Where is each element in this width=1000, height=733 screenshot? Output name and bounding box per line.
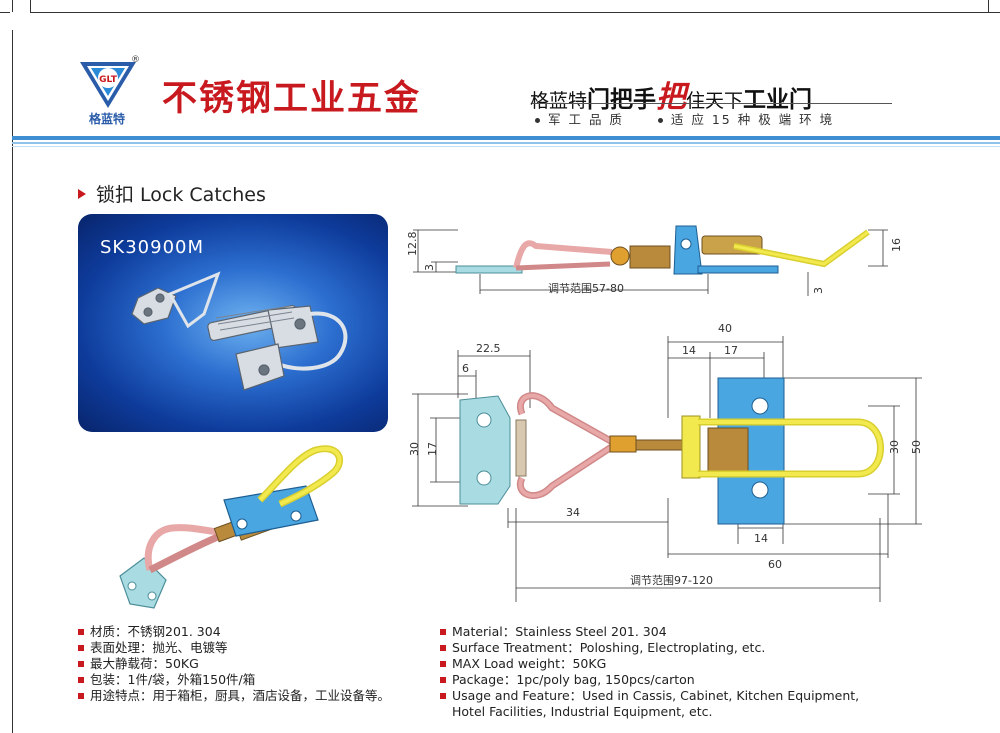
slogan: 格蓝特门把手把住天下工业门 [530, 72, 812, 116]
spec-cn-load: 最大静载荷：50KG [78, 656, 390, 672]
brand-name: 格蓝特 [88, 112, 125, 126]
top-view-drawing: 40 14 17 22.5 6 30 17 34 30 50 14 60 调节范… [398, 318, 938, 608]
dim-17-left: 17 [426, 442, 439, 456]
dim-22-5: 22.5 [476, 342, 501, 355]
triangle-bullet-icon [78, 188, 86, 199]
dim-40: 40 [718, 322, 732, 335]
sub-slogan: 军 工 品 质 适 应 15 种 极 端 环 境 [535, 109, 834, 128]
dim-14-bottom: 14 [754, 532, 768, 545]
slogan-divider [532, 103, 892, 104]
slogan-part5: 工业门 [743, 87, 813, 113]
slogan-part1: 格蓝特 [530, 90, 588, 112]
slogan-part3: 把 [656, 80, 687, 115]
bullet-icon [657, 118, 663, 123]
adjust-range-side: 调节范围57-80 [548, 281, 624, 295]
product-model: SK30900M [100, 237, 205, 258]
header-band [12, 136, 1000, 140]
brand-title: 不锈钢工业五金 [162, 79, 422, 119]
header-band [12, 146, 1000, 147]
registered-mark: ® [131, 55, 140, 65]
side-view-drawing: 12.8 3 16 3 调节范围57-80 [398, 212, 918, 302]
spec-en-usage-cont: Hotel Facilities, Industrial Equipment, … [452, 704, 713, 719]
adjust-range-top: 调节范围97-120 [630, 573, 713, 587]
spec-cn-surface: 表面处理：抛光、电镀等 [78, 640, 390, 656]
crop-mark [988, 0, 989, 12]
brand-logo: GLT [78, 58, 138, 128]
dim-50: 50 [910, 440, 923, 454]
spec-en-load: MAX Load weight：50KG [440, 656, 859, 672]
dim-side-height: 12.8 [406, 232, 419, 257]
dim-14-top: 14 [682, 344, 696, 357]
crop-mark [30, 0, 31, 12]
crop-mark [30, 12, 1000, 13]
specs-chinese: 材质：不锈钢201. 304 表面处理：抛光、电镀等 最大静载荷：50KG 包装… [78, 624, 390, 704]
dim-30-left: 30 [408, 442, 421, 456]
dim-side-right-thickness: 3 [812, 287, 825, 294]
slogan-part2: 门把手 [587, 87, 657, 113]
dim-34: 34 [566, 506, 580, 519]
section-title-text: 锁扣 Lock Catches [96, 184, 266, 206]
header-band [12, 142, 1000, 144]
sub-slogan-2: 适 应 15 种 极 端 环 境 [670, 112, 835, 127]
dim-30-right: 30 [888, 440, 901, 454]
spec-cn-package: 包装：1件/袋，外箱150件/箱 [78, 672, 390, 688]
crop-mark [12, 0, 13, 12]
dim-17-top: 17 [724, 344, 738, 357]
crop-mark [0, 12, 10, 13]
bullet-icon [535, 118, 540, 123]
product-3d-render [110, 440, 370, 620]
dim-6: 6 [462, 362, 469, 375]
dim-side-right-height: 16 [890, 238, 903, 252]
spec-en-package: Package：1pc/poly bag, 150pcs/carton [440, 672, 859, 688]
specs-english: Material：Stainless Steel 201. 304 Surfac… [440, 624, 859, 720]
dim-60: 60 [768, 558, 782, 571]
spec-cn-material: 材质：不锈钢201. 304 [78, 624, 390, 640]
logo-letters: GLT [99, 75, 118, 85]
slogan-part4: 住天下 [686, 90, 744, 112]
spec-en-usage: Usage and Feature：Used in Cassis, Cabine… [440, 688, 859, 704]
section-title: 锁扣 Lock Catches [78, 180, 266, 207]
sub-slogan-1: 军 工 品 质 [548, 112, 624, 127]
crop-mark [12, 30, 13, 733]
dim-side-thickness: 3 [423, 264, 436, 271]
spec-en-surface: Surface Treatment：Poloshing, Electroplat… [440, 640, 859, 656]
spec-cn-usage: 用途特点：用于箱柜，厨具，酒店设备，工业设备等。 [78, 688, 390, 704]
spec-en-material: Material：Stainless Steel 201. 304 [440, 624, 859, 640]
product-photo [78, 214, 388, 432]
